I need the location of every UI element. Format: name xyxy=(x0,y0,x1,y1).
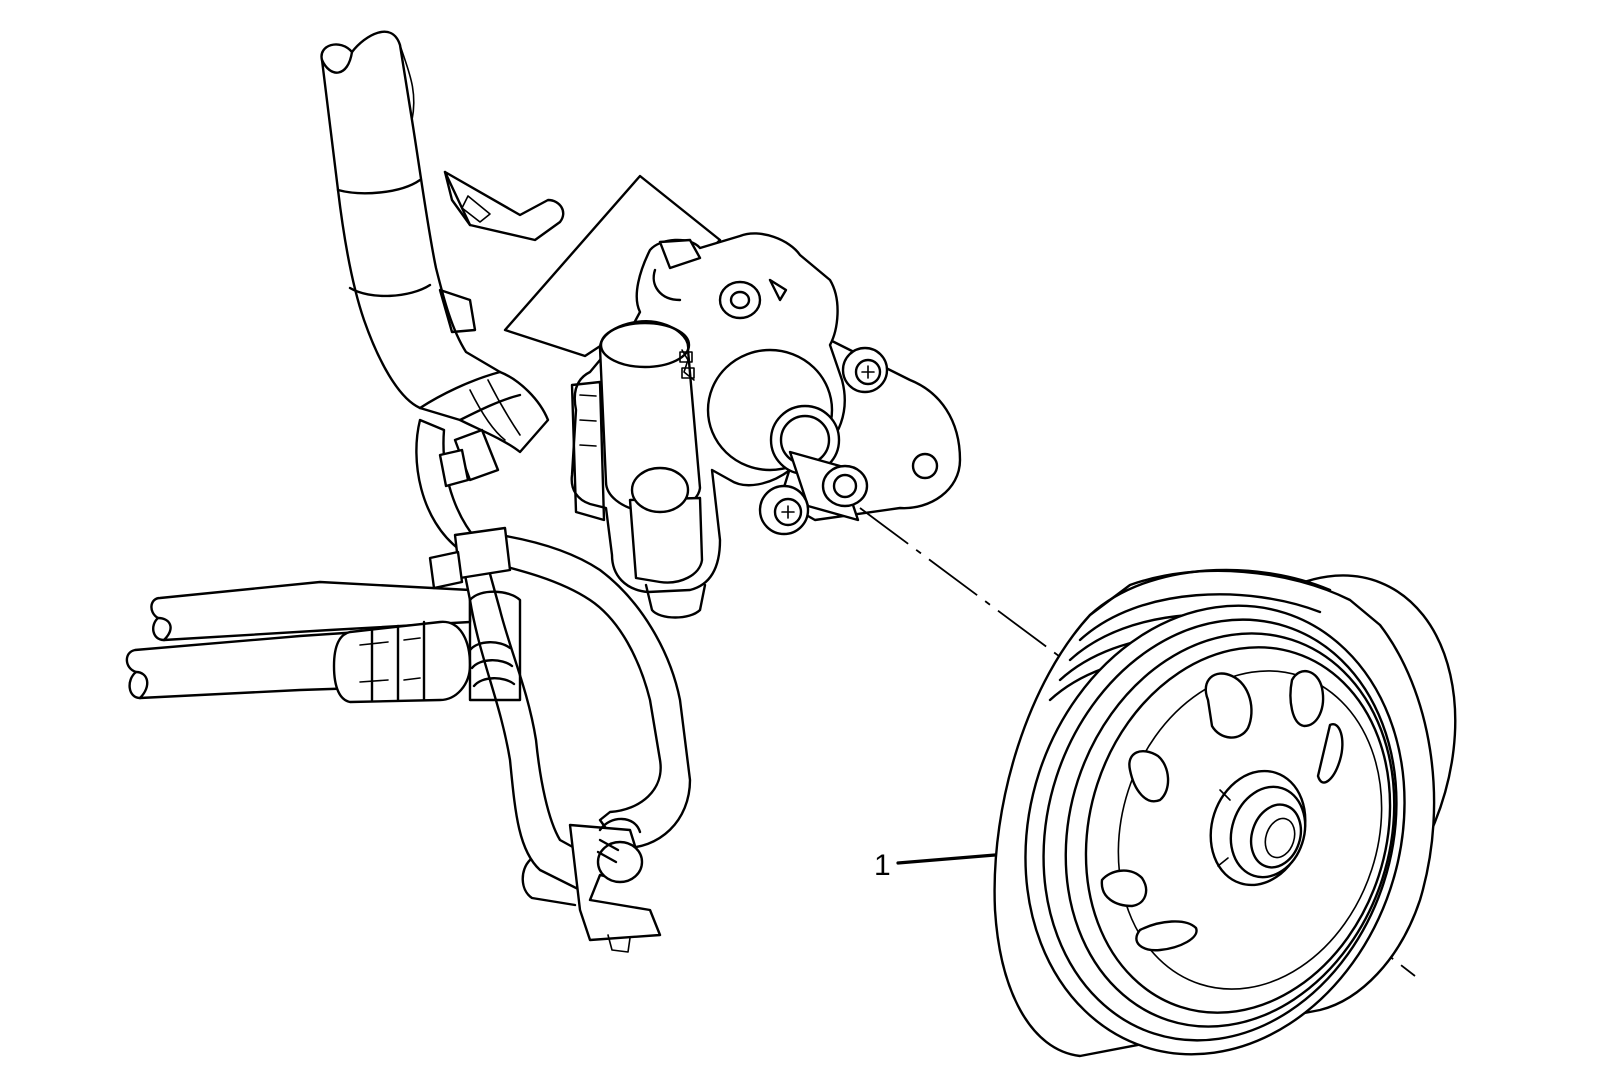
power-steering-pump-pulley xyxy=(993,568,1457,1058)
callout-1-label: 1 xyxy=(874,849,891,882)
pulley-hole-4 xyxy=(1316,723,1344,784)
pulley-hole-2 xyxy=(1289,669,1325,728)
pulley-hole-3 xyxy=(1128,750,1170,803)
upper-reservoir-hose xyxy=(320,30,550,454)
pulley-hole-5 xyxy=(1100,869,1148,908)
pulley-hole-1 xyxy=(1204,672,1253,739)
hose-assembly xyxy=(125,418,692,953)
power-steering-pump xyxy=(570,232,889,619)
pulley-hole-6 xyxy=(1135,920,1198,952)
callout-1: 1 xyxy=(874,849,997,882)
